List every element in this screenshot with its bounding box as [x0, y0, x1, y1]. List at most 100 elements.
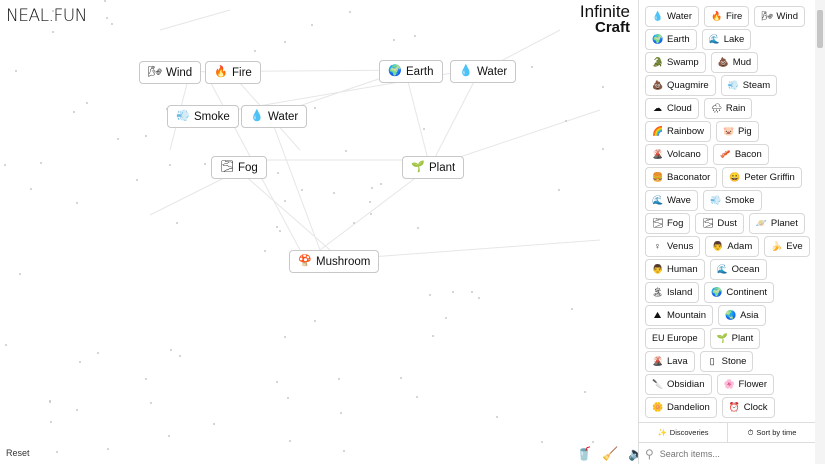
sidebar-item-baconator[interactable]: 🍔Baconator [645, 167, 718, 188]
sidebar-item-adam[interactable]: 👨Adam [705, 236, 760, 257]
sidebar-item-dust[interactable]: 🌫Dust [695, 213, 744, 234]
item-icon: ⏰ [728, 402, 741, 412]
canvas-item-fire[interactable]: 🔥Fire [205, 61, 261, 84]
item-icon: 🔥 [214, 66, 228, 78]
sound-icon[interactable]: 🔈 [628, 446, 638, 461]
sidebar-item-pig[interactable]: 🐷Pig [715, 121, 759, 142]
item-icon: 🌊 [652, 195, 664, 205]
star-dot [254, 49, 257, 52]
sidebar-item-cloud[interactable]: ☁ Cloud [645, 98, 699, 119]
search-input[interactable] [659, 448, 800, 459]
broom-icon[interactable]: 🧹 [602, 446, 619, 461]
item-label: Peter Griffin [744, 172, 795, 183]
canvas-item-earth[interactable]: 🌍Earth [379, 60, 443, 83]
sidebar-item-venus[interactable]: ♀Venus [645, 236, 701, 257]
star-dot [284, 336, 287, 339]
sidebar-item-plant[interactable]: 🌱Plant [709, 328, 761, 349]
sidebar-item-peter-griffin[interactable]: 😀Peter Griffin [722, 167, 802, 188]
sidebar-item-flower[interactable]: 🌸Flower [716, 374, 775, 395]
item-label: Venus [667, 241, 694, 252]
sidebar-item-continent[interactable]: 🌍Continent [704, 282, 775, 303]
star-dot [150, 402, 153, 405]
sidebar-item-steam[interactable]: 💨Steam [720, 75, 778, 96]
neal-fun-logo[interactable]: NEAL.FUN [6, 6, 87, 26]
canvas-item-water2[interactable]: 💧Water [241, 105, 308, 128]
item-label: Water [268, 110, 299, 123]
item-icon: 🏝 [652, 287, 664, 297]
tab-discoveries[interactable]: ✨Discoveries [639, 423, 727, 442]
item-label: Island [667, 287, 693, 298]
coffee-cup-icon[interactable]: 🥤 [576, 446, 593, 461]
sidebar-item-bacon[interactable]: 🥓Bacon [712, 144, 769, 165]
sidebar-item-ocean[interactable]: 🌊Ocean [709, 259, 767, 280]
sidebar-item-wind[interactable]: 🌬Wind [754, 6, 806, 27]
sidebar-item-asia[interactable]: 🌏Asia [718, 305, 766, 326]
scrollbar-thumb[interactable] [817, 10, 823, 48]
item-label: Swamp [667, 57, 699, 68]
canvas-item-smoke[interactable]: 💨Smoke [167, 105, 239, 128]
tab-label: Discoveries [669, 428, 709, 437]
canvas-item-fog[interactable]: 🌫Fog [211, 156, 267, 179]
sidebar-item-swamp[interactable]: 🐊Swamp [645, 52, 706, 73]
item-icon: 🌫 [702, 218, 714, 228]
reset-button[interactable]: Reset [6, 448, 30, 458]
sidebar-item-dandelion[interactable]: 🌼Dandelion [645, 397, 717, 418]
canvas-item-water[interactable]: 💧Water [450, 60, 517, 83]
item-icon: 🌊 [716, 264, 728, 274]
sidebar-item-clock[interactable]: ⏰Clock [721, 397, 775, 418]
canvas-item-mushroom[interactable]: 🍄Mushroom [289, 250, 380, 273]
star-dot [168, 435, 171, 438]
star-dot [50, 421, 53, 424]
item-label: Cloud [667, 103, 692, 114]
crafting-canvas[interactable]: NEAL.FUN Infinite Craft 🌬Wind🔥Fire🌍Earth… [0, 0, 638, 464]
item-label: Stone [721, 356, 747, 367]
tab-sort-by-time[interactable]: ⏱Sort by time [727, 423, 816, 442]
item-label: Quagmire [667, 80, 709, 91]
canvas-item-wind[interactable]: 🌬Wind [139, 61, 202, 84]
item-icon: 🔪 [652, 379, 664, 389]
sidebar-item-smoke[interactable]: 💨Smoke [702, 190, 762, 211]
star-dot [432, 335, 435, 338]
item-label: Pig [737, 126, 752, 137]
star-dot [571, 308, 574, 311]
search-icon: ⚲ [645, 446, 654, 461]
star-dot [144, 377, 147, 380]
star-dot [40, 161, 43, 164]
star-dot [203, 162, 206, 165]
star-dot [15, 70, 18, 73]
sidebar-item-stone[interactable]: ▯ Stone [699, 351, 754, 372]
item-icon: ☁ [653, 103, 662, 113]
item-icon: ▯ [709, 356, 715, 366]
sidebar-item-rainbow[interactable]: 🌈Rainbow [645, 121, 711, 142]
sidebar-item-obsidian[interactable]: 🔪Obsidian [645, 374, 712, 395]
sidebar-item-human[interactable]: 👨Human [645, 259, 705, 280]
star-dot [370, 213, 373, 216]
sidebar-item-earth[interactable]: 🌍Earth [645, 29, 697, 50]
sidebar-item-planet[interactable]: 🪐Planet [748, 213, 805, 234]
sidebar-item-fire[interactable]: 🔥Fire [703, 6, 750, 27]
search-bar: ⚲ [639, 443, 816, 464]
sidebar-item-water[interactable]: 💧Water [645, 6, 699, 27]
star-dot [591, 441, 594, 444]
item-label: Volcano [667, 149, 701, 160]
scrollbar[interactable] [815, 0, 825, 464]
sidebar-item-quagmire[interactable]: 💩Quagmire [645, 75, 716, 96]
item-icon: 💩 [652, 80, 664, 90]
star-dot [314, 106, 317, 109]
star-dot [264, 250, 267, 253]
item-label: Mountain [667, 310, 707, 321]
sidebar-item-fog[interactable]: 🌫Fog [645, 213, 691, 234]
sidebar-item-island[interactable]: 🏝Island [645, 282, 700, 303]
star-dot [558, 189, 561, 192]
sidebar-item-mountain[interactable]: ⛰Mountain [645, 305, 714, 326]
sidebar-item-lake[interactable]: 🌊Lake [701, 29, 752, 50]
sidebar-item-volcano[interactable]: 🌋Volcano [645, 144, 708, 165]
sidebar-item-eve[interactable]: 🍌Eve [764, 236, 810, 257]
sidebar-item-mud[interactable]: 💩Mud [710, 52, 759, 73]
sidebar-item-rain[interactable]: 🌧Rain [703, 98, 753, 119]
item-label: Mud [732, 57, 752, 68]
sidebar-item-lava[interactable]: 🌋Lava [645, 351, 695, 372]
canvas-item-plant[interactable]: 🌱Plant [402, 156, 465, 179]
sidebar-item-wave[interactable]: 🌊Wave [645, 190, 698, 211]
